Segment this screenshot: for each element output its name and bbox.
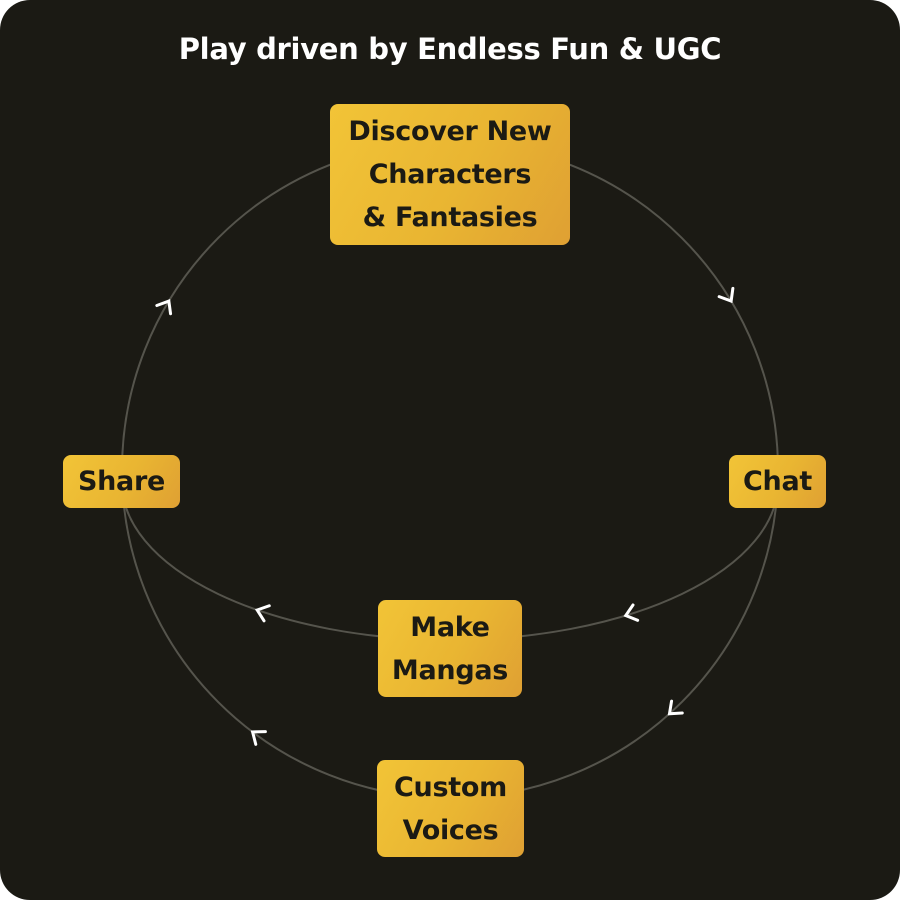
node-discover: Discover New Characters & Fantasies: [330, 104, 570, 245]
diagram-title: Play driven by Endless Fun & UGC: [178, 32, 722, 66]
arrow-chevron-icon: [254, 604, 271, 623]
arrow-chevron-icon: [667, 699, 684, 716]
node-chat: Chat: [729, 455, 826, 508]
arrow-chevron-icon: [155, 299, 173, 316]
arrow-chevron-icon: [623, 603, 640, 622]
node-share: Share: [63, 455, 180, 508]
arrow-chevron-icon: [717, 286, 735, 304]
node-custom-voices: Custom Voices: [377, 760, 524, 857]
node-make-mangas: Make Mangas: [378, 600, 522, 697]
arrow-chevron-icon: [250, 730, 267, 746]
